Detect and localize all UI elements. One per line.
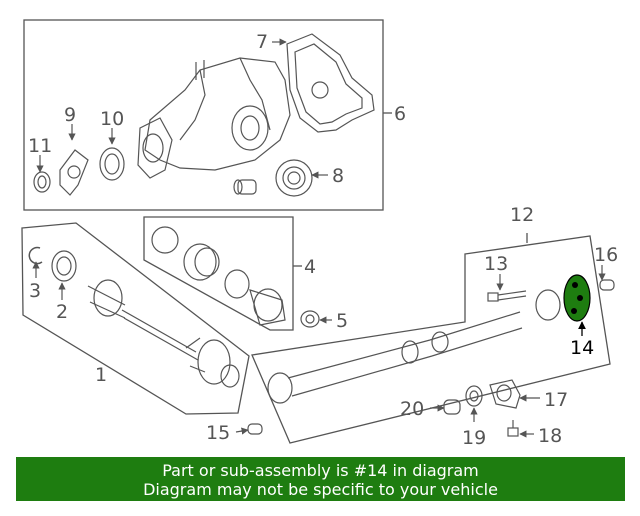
- drive-shaft: [267, 289, 561, 404]
- callout-14: 14: [570, 337, 594, 359]
- plug: [233, 179, 257, 195]
- axle-nut: [300, 310, 320, 328]
- boot-kit: [151, 226, 286, 326]
- bolt: [487, 290, 527, 302]
- callout-13: 13: [484, 253, 508, 275]
- callout-18: 18: [538, 425, 562, 447]
- bolt-18: [507, 420, 519, 437]
- callout-6: 6: [394, 103, 406, 125]
- boot-kit-panel: [143, 216, 302, 331]
- output-seal: [275, 159, 313, 197]
- callout-2: 2: [56, 301, 68, 323]
- center-support: [489, 379, 521, 409]
- axle-shaft: [87, 279, 240, 388]
- callout-8: 8: [332, 165, 344, 187]
- callout-7: 7: [256, 31, 268, 53]
- differential-panel: [23, 19, 392, 211]
- callout-10: 10: [100, 108, 124, 130]
- drive-shaft-panel: [251, 233, 611, 444]
- plug-15: [247, 423, 263, 435]
- callout-5: 5: [336, 310, 348, 332]
- bearing: [465, 385, 483, 407]
- callout-3: 3: [29, 280, 41, 302]
- callout-numbers: 7 6 9 10 11 8 3 2 4 5 1 12 13 16 14 15 2…: [28, 31, 618, 449]
- callout-19: 19: [462, 427, 486, 449]
- callout-4: 4: [304, 256, 316, 278]
- differential-cover: [286, 33, 375, 133]
- pinion-seal: [99, 147, 125, 181]
- companion-flange: [59, 149, 89, 196]
- leader-lines: [32, 38, 606, 438]
- notice-banner: Part or sub-assembly is #14 in diagram D…: [16, 457, 625, 501]
- notice-line-2: Diagram may not be specific to your vehi…: [143, 480, 498, 499]
- callout-11: 11: [28, 135, 52, 157]
- differential-housing: [137, 57, 291, 179]
- callout-16: 16: [594, 244, 618, 266]
- notice-line-1: Part or sub-assembly is #14 in diagram: [162, 461, 479, 480]
- callout-12: 12: [510, 204, 534, 226]
- callout-9: 9: [64, 104, 76, 126]
- callout-15: 15: [206, 422, 230, 444]
- centering-bushing: [599, 279, 615, 291]
- snap-ring: [28, 246, 43, 265]
- pinion-nut: [33, 171, 51, 193]
- callout-20: 20: [400, 398, 424, 420]
- axle-seal: [51, 250, 77, 282]
- flex-disc-highlighted: [563, 274, 591, 322]
- axle-shaft-panel: [21, 222, 250, 415]
- callout-17: 17: [544, 389, 568, 411]
- callout-1: 1: [95, 364, 107, 386]
